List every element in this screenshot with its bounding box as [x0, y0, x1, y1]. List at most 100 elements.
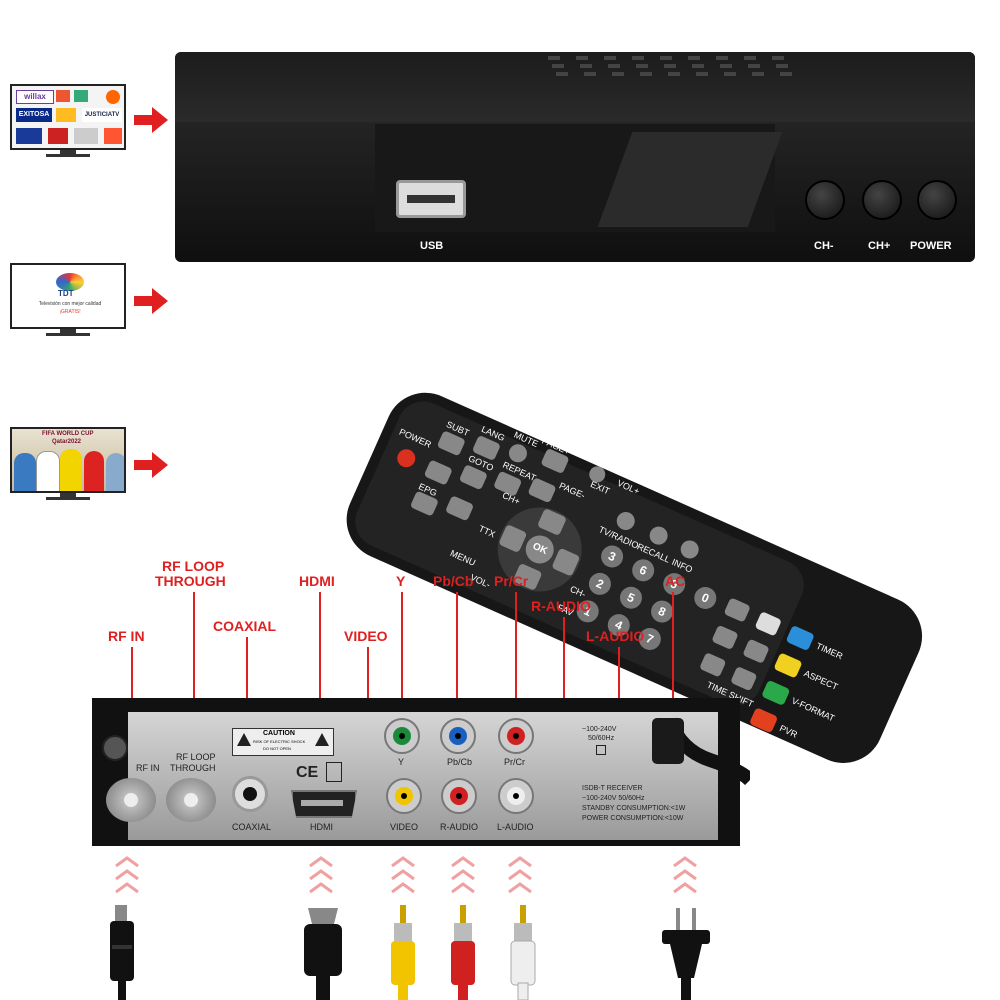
- port-label-rf-loop-1: RF LOOP: [176, 752, 216, 762]
- callout-l-audio: L-AUDIO: [586, 628, 645, 644]
- tdt-logo-icon: [56, 273, 84, 291]
- rf-loop-port[interactable]: [166, 778, 216, 822]
- vent-slot: [720, 64, 732, 68]
- vent-slot: [660, 56, 672, 60]
- coaxial-port[interactable]: [232, 776, 268, 812]
- remote-timer-button[interactable]: [785, 624, 815, 652]
- l-audio-port[interactable]: [498, 778, 534, 814]
- vent-slot: [716, 56, 728, 60]
- ac-plug-icon: [662, 908, 710, 1000]
- screw-icon: [102, 735, 128, 761]
- channel-logo: [48, 128, 68, 144]
- channel-logo: [56, 90, 70, 102]
- arrow-right-icon: [134, 452, 168, 478]
- vent-slot: [632, 56, 644, 60]
- ch-plus-label: CH+: [868, 240, 891, 252]
- remote-pvr-button[interactable]: [748, 707, 779, 734]
- warning-icon: [237, 733, 251, 746]
- vent-slot: [664, 64, 676, 68]
- channel-logo: [74, 128, 98, 144]
- caution-line1: RISK OF ELECTRIC SHOCK: [253, 739, 306, 744]
- remote-vformat-label: V-FORMAT: [790, 695, 837, 724]
- port-label-y: Y: [398, 757, 405, 767]
- back-panel-plate: [128, 712, 718, 840]
- hdmi-port[interactable]: [291, 790, 357, 818]
- caution-title: CAUTION: [263, 730, 295, 737]
- weee-bin-icon: [326, 762, 342, 782]
- spec-line-3: STANDBY CONSUMPTION:<1W: [582, 805, 686, 812]
- worldcup-title: FIFA WORLD CUP: [42, 431, 94, 437]
- remote-aspect-button[interactable]: [773, 652, 803, 679]
- channel-logo: [106, 90, 120, 104]
- player-figure: [84, 451, 104, 491]
- channel-logo: [16, 128, 42, 144]
- worldcup-subtitle: Qatar2022: [52, 439, 82, 445]
- callout-rf-loop-2: THROUGH: [155, 573, 226, 589]
- chevron-up-icon: [508, 856, 532, 894]
- channel-logo: [74, 90, 88, 102]
- usb-label: USB: [420, 240, 444, 252]
- callout-y: Y: [396, 573, 406, 589]
- tdt-free: ¡GRATIS!: [59, 309, 81, 315]
- chevron-up-icon: [673, 856, 697, 894]
- callout-hdmi: HDMI: [299, 573, 335, 589]
- spec-line-1: ISDB-T RECEIVER: [582, 785, 643, 792]
- rf-cable-icon: [110, 905, 134, 1000]
- vent-slot: [668, 72, 680, 76]
- rf-in-port[interactable]: [106, 778, 156, 822]
- justiciatv-logo: JUSTICIATV: [82, 108, 122, 122]
- caution-sticker: CAUTION RISK OF ELECTRIC SHOCK DO NOT OP…: [232, 728, 334, 756]
- power-label: POWER: [910, 240, 952, 252]
- remote-pvr-label: PVR: [778, 723, 799, 740]
- callout-video: VIDEO: [344, 628, 388, 644]
- tv-thumbnail-worldcup: FIFA WORLD CUP Qatar2022: [10, 427, 126, 501]
- chevron-up-icon: [451, 856, 475, 894]
- receiver-front: [175, 52, 975, 262]
- tdt-caption: Televisión con mejor calidad: [38, 301, 102, 307]
- remote-aspect-label: ASPECT: [802, 668, 840, 692]
- ch-plus-button[interactable]: [862, 180, 902, 220]
- vent-slot: [744, 56, 756, 60]
- callout-rf-loop-1: RF LOOP: [162, 558, 225, 574]
- tv-thumbnail-tdt: TDT Televisión con mejor calidad ¡GRATIS…: [10, 263, 126, 337]
- power-rating-2: 50/60Hz: [588, 735, 615, 742]
- rca-white-plug-icon: [510, 905, 536, 1000]
- remote-vformat-button[interactable]: [761, 679, 791, 706]
- video-port[interactable]: [386, 778, 422, 814]
- vent-slot: [584, 72, 596, 76]
- power-rating-1: ~100-240V: [582, 726, 617, 733]
- power-button[interactable]: [917, 180, 957, 220]
- pb-cb-port[interactable]: [440, 718, 476, 754]
- player-figure: [60, 449, 82, 491]
- r-audio-port[interactable]: [441, 778, 477, 814]
- player-figure: [36, 451, 60, 491]
- vent-slot: [640, 72, 652, 76]
- port-label-pr-cr: Pr/Cr: [504, 757, 525, 767]
- player-figure: [14, 453, 36, 491]
- port-label-l-audio: L-AUDIO: [497, 822, 534, 832]
- warning-icon: [315, 733, 329, 746]
- channel-logo: [104, 128, 122, 144]
- vent-slot: [696, 72, 708, 76]
- vent-slot: [776, 64, 788, 68]
- vent-slot: [552, 64, 564, 68]
- ch-minus-button[interactable]: [805, 180, 845, 220]
- vent-slot: [752, 72, 764, 76]
- port-label-video: VIDEO: [390, 822, 419, 832]
- port-label-hdmi: HDMI: [310, 822, 333, 832]
- remote-timer-label: TIMER: [814, 640, 845, 662]
- usb-port[interactable]: [396, 180, 466, 218]
- vent-slot: [772, 56, 784, 60]
- arrow-right-icon: [134, 107, 168, 133]
- ch-minus-label: CH-: [814, 240, 834, 252]
- vent-slot: [604, 56, 616, 60]
- y-port[interactable]: [384, 718, 420, 754]
- tv-thumbnail-channels: willax EXITOSA JUSTICIATV: [10, 84, 126, 158]
- channel-logo: [56, 108, 76, 122]
- port-label-rf-loop-2: THROUGH: [170, 763, 216, 773]
- pr-cr-port[interactable]: [498, 718, 534, 754]
- spec-line-2: ~100-240V 50/60Hz: [582, 795, 645, 802]
- tdt-logo-text: TDT: [58, 289, 74, 298]
- chevron-up-icon: [115, 856, 139, 894]
- callout-ac: AC: [665, 573, 686, 589]
